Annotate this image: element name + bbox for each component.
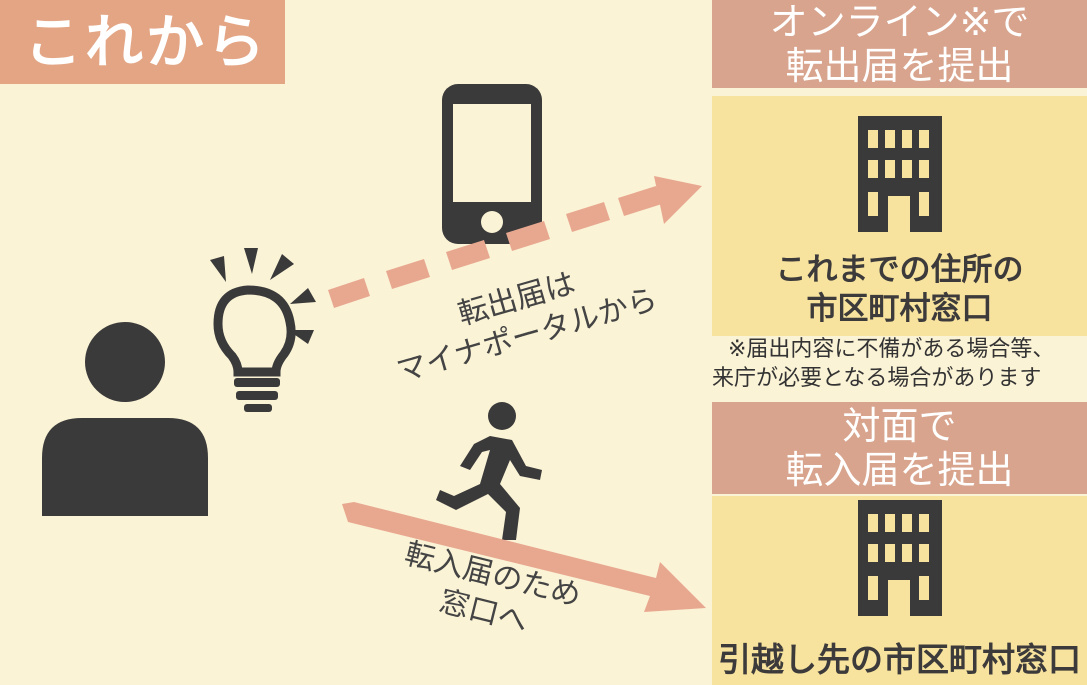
person-icon bbox=[42, 320, 208, 516]
previous-office-line1: これまでの住所の bbox=[775, 252, 1024, 288]
in-person-heading: 対面で bbox=[842, 404, 957, 448]
lightbulb-icon bbox=[190, 246, 340, 416]
building-icon bbox=[858, 500, 942, 616]
smartphone-icon bbox=[442, 84, 542, 244]
online-note-line1: ※届出内容に不備がある場合等、 bbox=[728, 337, 1055, 362]
online-subheading: 転出届を提出 bbox=[785, 44, 1014, 88]
building-icon bbox=[858, 116, 942, 232]
online-heading: オンライン※で bbox=[769, 0, 1030, 44]
in-person-subheading: 転入届を提出 bbox=[785, 448, 1014, 492]
page-title: これから bbox=[0, 0, 285, 84]
running-person-icon bbox=[436, 400, 556, 540]
in-person-arrow bbox=[338, 500, 710, 620]
in-person-panel-header: 対面で 転入届を提出 bbox=[712, 402, 1087, 494]
online-arrow bbox=[326, 172, 706, 312]
online-note-line2: 来庁が必要となる場合があります bbox=[712, 366, 1042, 391]
online-panel-header: オンライン※で 転出届を提出 bbox=[712, 0, 1087, 88]
previous-office-line2: 市区町村窓口 bbox=[806, 291, 993, 327]
new-office-label: 引越し先の市区町村窓口 bbox=[718, 640, 1081, 679]
